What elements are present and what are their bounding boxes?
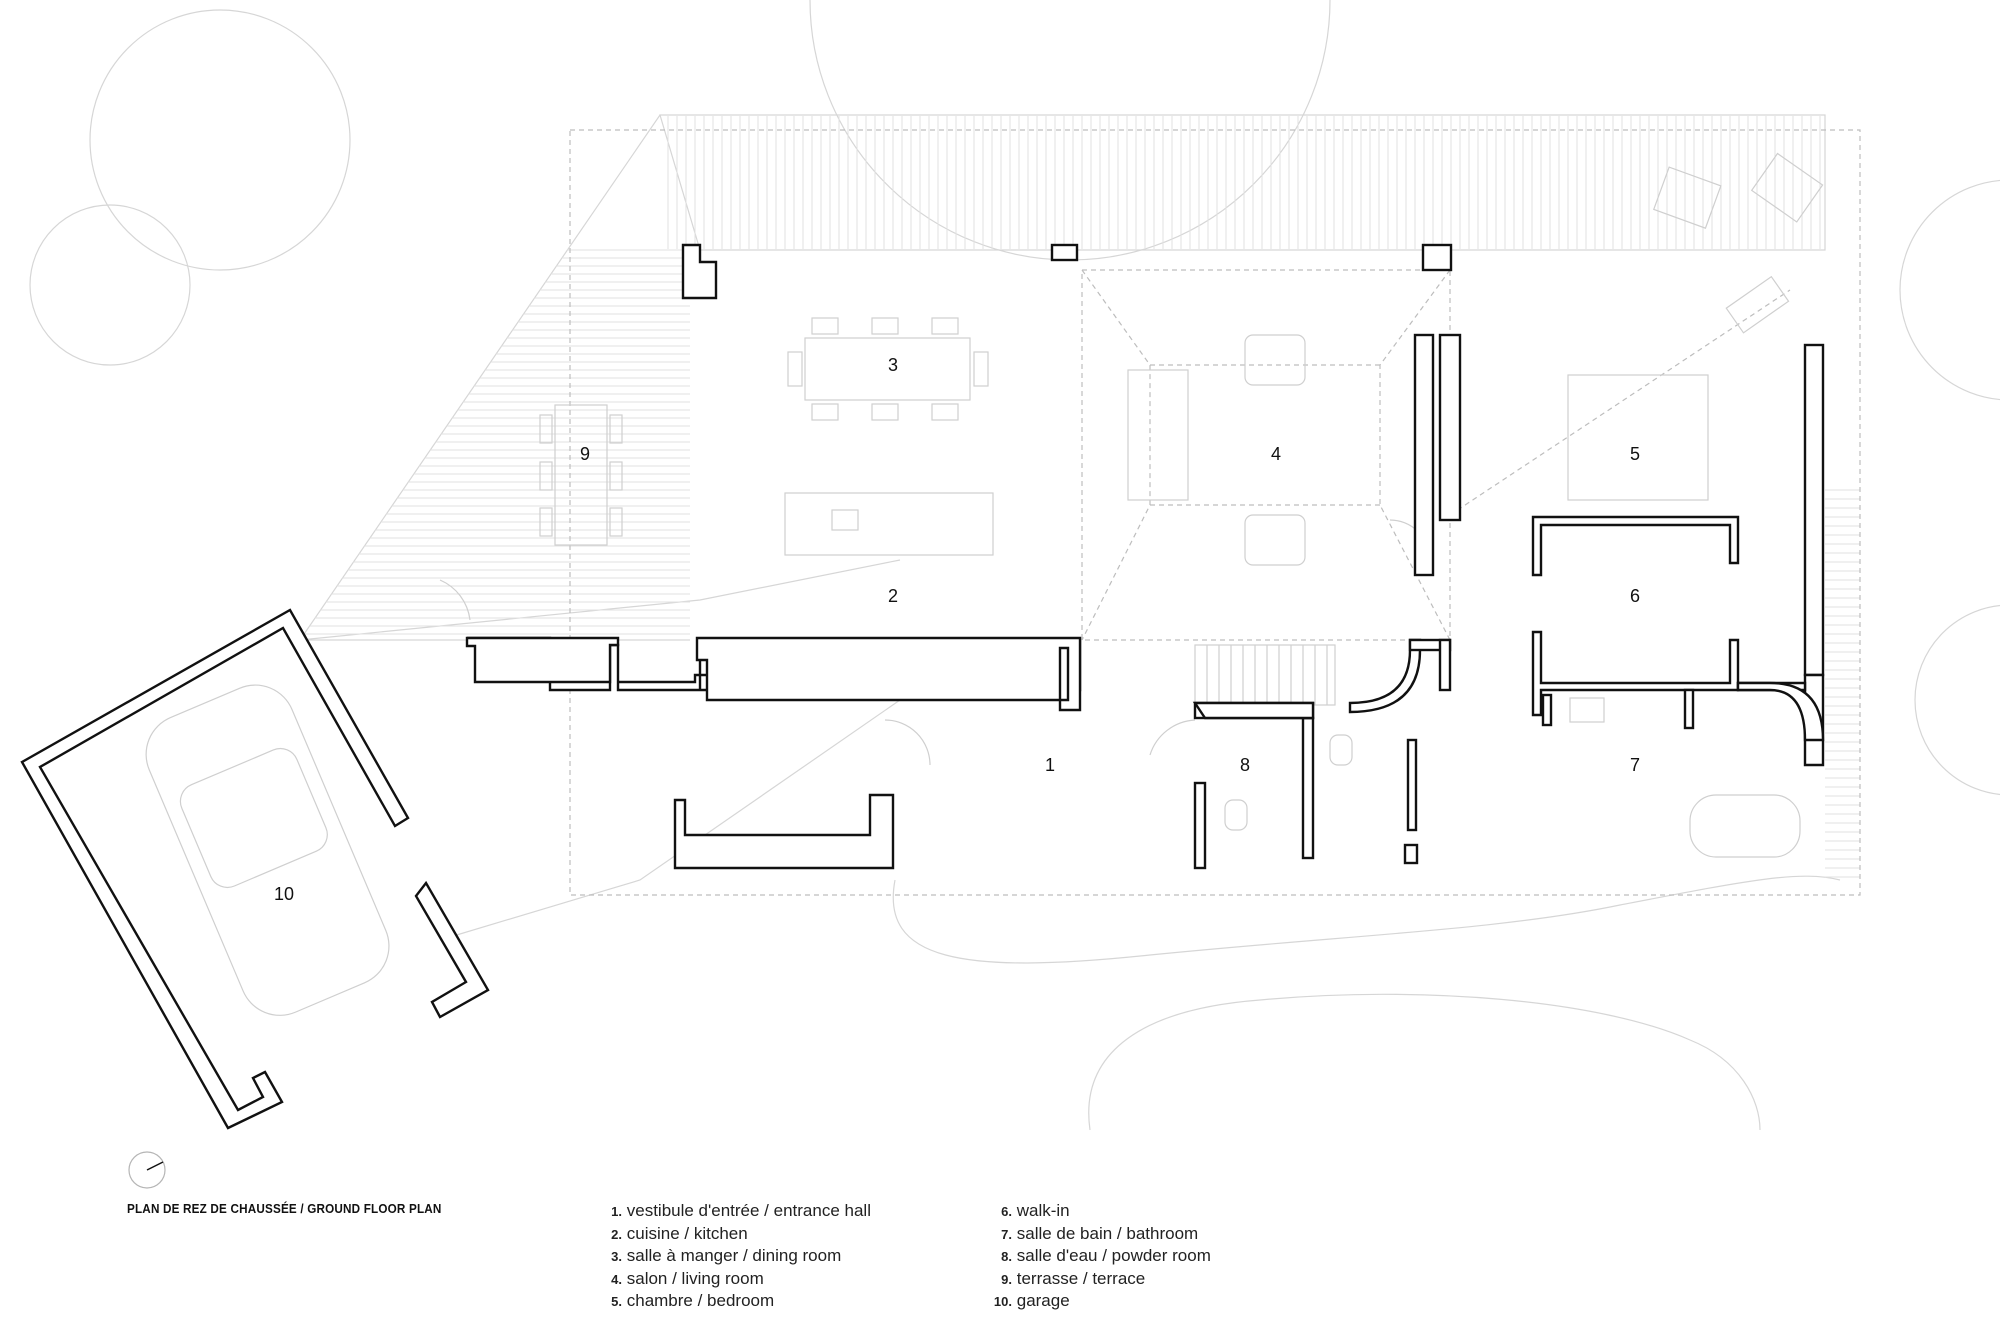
- room-labels: 1 2 3 4 5 6 7 8 9 10: [274, 355, 1640, 904]
- legend-item: 7. salle de bain / bathroom: [1001, 1223, 1199, 1243]
- legend-item: 6. walk-in: [1001, 1201, 1070, 1220]
- furniture: [145, 152, 1824, 1016]
- legend-item: 2. cuisine / kitchen: [611, 1223, 748, 1243]
- room-label-8: 8: [1240, 755, 1250, 775]
- room-label-5: 5: [1630, 444, 1640, 464]
- legend-item: 1. vestibule d'entrée / entrance hall: [611, 1201, 871, 1220]
- walls: [20, 243, 1825, 1130]
- room-label-6: 6: [1630, 586, 1640, 606]
- legend-right: 6. walk-in 7. salle de bain / bathroom 8…: [988, 1200, 1211, 1313]
- room-label-3: 3: [888, 355, 898, 375]
- legend-item: 10. garage: [993, 1291, 1070, 1311]
- plan-title: PLAN DE REZ DE CHAUSSÉE / GROUND FLOOR P…: [127, 1201, 442, 1216]
- legend-item: 5. chambre / bedroom: [611, 1291, 775, 1311]
- room-label-9: 9: [580, 444, 590, 464]
- legend-item: 3. salle à manger / dining room: [611, 1246, 842, 1266]
- room-label-2: 2: [888, 586, 898, 606]
- legend-item: 9. terrasse / terrace: [1001, 1268, 1146, 1288]
- north-arrow-icon: [128, 1151, 166, 1189]
- legend-item: 4. salon / living room: [611, 1268, 764, 1288]
- landscape-lines: [299, 559, 1841, 1131]
- legend-item: 8. salle d'eau / powder room: [1001, 1246, 1211, 1266]
- legend-left: 1. vestibule d'entrée / entrance hall 2.…: [606, 1200, 871, 1313]
- terrace-deck: [298, 114, 1860, 878]
- room-label-7: 7: [1630, 755, 1640, 775]
- room-label-4: 4: [1271, 444, 1281, 464]
- room-label-10: 10: [274, 884, 294, 904]
- room-label-1: 1: [1045, 755, 1055, 775]
